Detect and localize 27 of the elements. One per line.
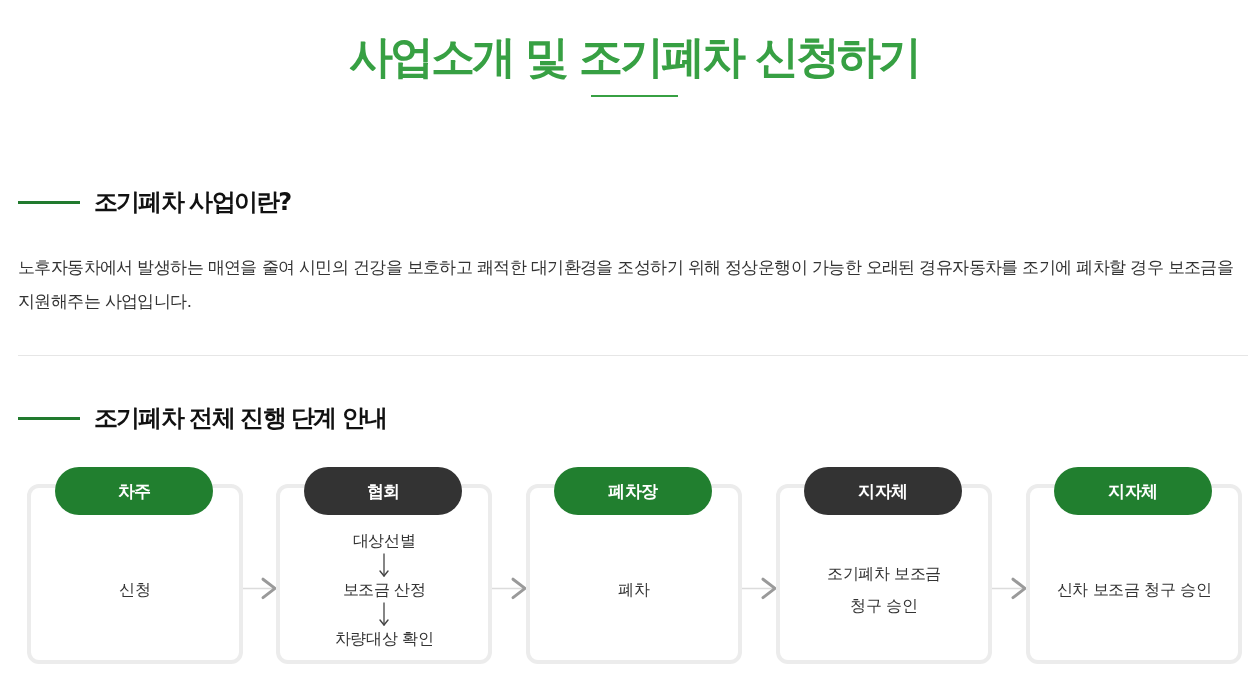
step-card <box>526 467 742 664</box>
chevron-arrow <box>991 577 1027 600</box>
actor-label: 지자체 <box>804 467 962 515</box>
actor-label: 폐차장 <box>554 467 712 515</box>
step-text: 차량대상 확인 <box>334 625 434 652</box>
step-card <box>1026 467 1242 664</box>
down-arrow <box>379 601 389 627</box>
chevron-arrow <box>491 577 527 600</box>
step-text: 보조금 산정 <box>342 576 426 603</box>
down-arrow <box>379 552 389 578</box>
actor-label: 지자체 <box>1054 467 1212 515</box>
step-card <box>276 467 492 664</box>
step-text: 신청 <box>119 578 151 601</box>
step-text: 대상선별 <box>352 527 416 554</box>
description-text: 노후자동차에서 발생하는 매연을 줄여 시민의 건강을 보호하고 쾌적한 대기환경을 조성하기 위해 정상운행이 가능한 오래된 경유자동차를 조기에 폐차할 경우 보조금을 지원해주는 사업입니다. <box>18 257 1235 313</box>
section-heading: 조기폐차 사업이란? <box>94 187 291 218</box>
section-heading: 조기폐차 전체 진행 단계 안내 <box>94 403 387 434</box>
step-text: 조기폐차 보조금 청구 승인 <box>826 562 942 617</box>
step-card <box>27 467 243 664</box>
actor-label: 차주 <box>55 467 213 515</box>
page-title: 사업소개 및 조기폐차 신청하기 <box>349 30 919 84</box>
step-text: 폐차 <box>618 578 650 601</box>
chevron-arrow <box>741 577 777 600</box>
step-card <box>776 467 992 664</box>
actor-label: 협회 <box>304 467 462 515</box>
chevron-arrow <box>242 577 277 600</box>
step-text: 신차 보조금 청구 승인 <box>1056 578 1212 601</box>
